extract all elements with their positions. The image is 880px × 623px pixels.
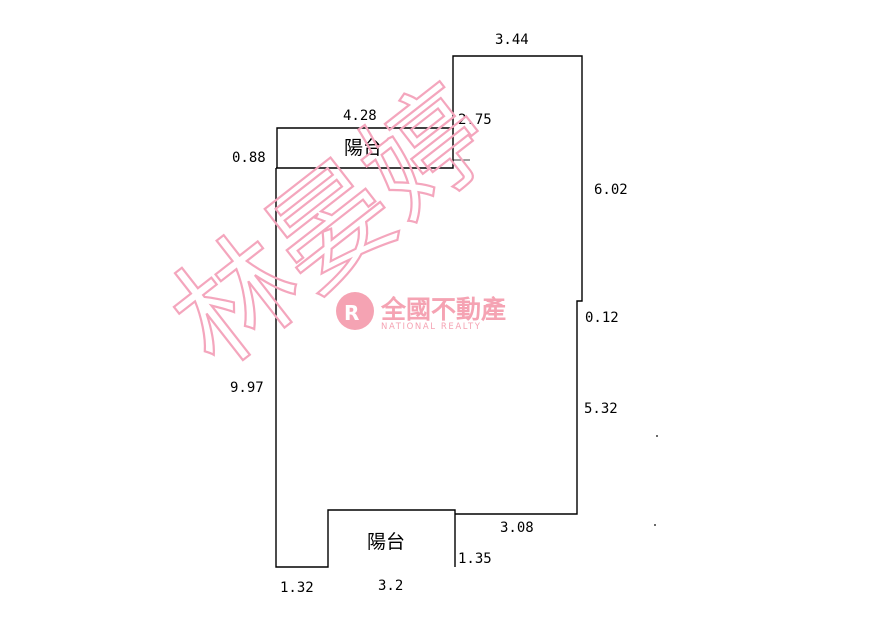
dim-top-balcony-depth: 0.88 (232, 150, 266, 166)
right-wall-lower (276, 55, 583, 515)
floor-plan-walls (275, 55, 583, 568)
logo-name-cn: 全國不動產 (380, 295, 506, 324)
dim-right-step: 0.12 (585, 310, 619, 326)
top-balcony-partition (276, 128, 454, 169)
dim-right-lower: 5.32 (584, 401, 618, 417)
brand-logo: R 全國不動產 NATIONAL REALTY (336, 292, 506, 332)
logo-emblem-letter: R (344, 301, 359, 325)
stray-marks (654, 435, 658, 526)
dim-bottom-left-width: 1.32 (280, 580, 314, 596)
main-outline (275, 168, 456, 568)
room-labels: 陽台 陽台 (344, 137, 405, 553)
dim-bottom-balcony-depth: 1.35 (458, 551, 492, 567)
room-label-bottom-balcony: 陽台 (367, 531, 405, 553)
dim-left-height: 9.97 (230, 380, 264, 396)
dim-notch-height: 2.75 (458, 112, 492, 128)
logo-emblem-icon (336, 292, 374, 330)
agent-signature-watermark: 林晏婷 (146, 61, 517, 394)
dim-bottom-right-width: 3.08 (500, 520, 534, 536)
dim-top-balcony-width: 4.28 (343, 108, 377, 124)
dim-right-upper: 6.02 (594, 182, 628, 198)
dim-bottom-balcony-width: 3.2 (378, 578, 403, 594)
dimension-labels: 3.44 4.28 2.75 0.88 6.02 0.12 5.32 9.97 … (230, 32, 628, 596)
room-label-top-balcony: 陽台 (344, 137, 382, 159)
dim-top-right-width: 3.44 (495, 32, 529, 48)
logo-name-en: NATIONAL REALTY (381, 322, 482, 332)
signature-text: 林晏婷 (147, 62, 516, 393)
